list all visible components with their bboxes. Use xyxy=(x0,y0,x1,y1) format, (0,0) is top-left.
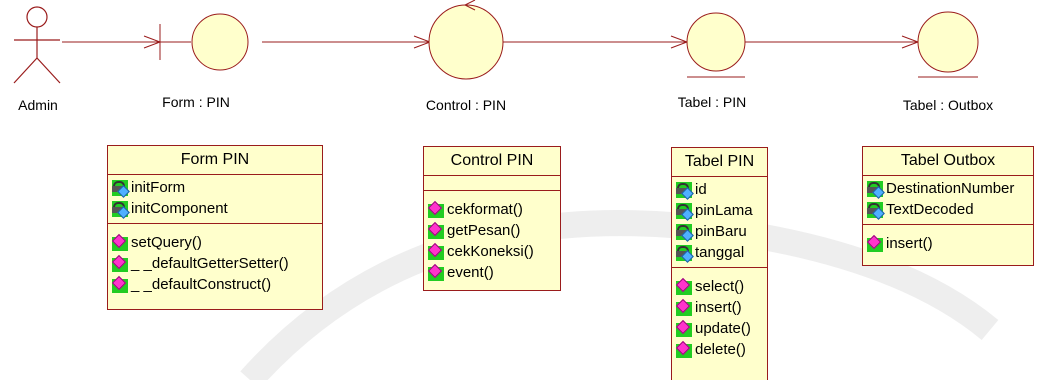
operation-name: cekformat() xyxy=(447,201,523,218)
operation-name: _ _defaultConstruct() xyxy=(131,276,272,293)
operation-name: getPesan() xyxy=(447,222,521,239)
public-operation-icon xyxy=(675,340,693,358)
entity-tabel-pin[interactable] xyxy=(686,12,746,78)
boundary-form-pin[interactable] xyxy=(159,13,249,71)
attributes-section xyxy=(424,176,560,191)
class-name: Tabel Outbox xyxy=(863,147,1033,176)
operations-section: setQuery() _ _defaultGetterSetter() _ _d… xyxy=(108,224,322,299)
class-control-pin[interactable]: Control PIN cekformat() getPesan() cekKo… xyxy=(423,146,561,291)
private-attribute-icon xyxy=(675,244,694,263)
attribute-name: TextDecoded xyxy=(886,201,974,218)
public-operation-icon xyxy=(675,298,693,316)
public-operation-icon xyxy=(427,221,445,239)
attribute-row[interactable]: initForm xyxy=(111,177,322,198)
operation-row[interactable]: select() xyxy=(675,276,767,297)
operation-name: insert() xyxy=(695,299,742,316)
class-tabel-outbox[interactable]: Tabel Outbox DestinationNumber TextDecod… xyxy=(862,146,1034,266)
attributes-section: id pinLama pinBaru tanggal xyxy=(672,177,767,268)
public-operation-icon xyxy=(427,263,445,281)
actor-head xyxy=(26,6,48,28)
attribute-name: id xyxy=(695,181,707,198)
operation-row[interactable]: insert() xyxy=(866,233,1033,254)
class-form-pin[interactable]: Form PIN initForm initComponent setQuery… xyxy=(107,145,323,310)
control-pin-node[interactable] xyxy=(428,0,504,80)
operation-name: _ _defaultGetterSetter() xyxy=(131,255,289,272)
operation-name: delete() xyxy=(695,341,746,358)
attribute-name: pinBaru xyxy=(695,223,747,240)
public-operation-icon xyxy=(427,200,445,218)
public-operation-icon xyxy=(675,277,693,295)
operations-section: cekformat() getPesan() cekKoneksi() even… xyxy=(424,191,560,287)
class-tabel-pin[interactable]: Tabel PIN id pinLama pinBaru tanggal sel… xyxy=(671,147,768,380)
watermark-arc xyxy=(240,210,999,380)
label-control-pin: Control : PIN xyxy=(426,97,506,113)
operation-row[interactable]: cekKoneksi() xyxy=(427,241,560,262)
attribute-name: tanggal xyxy=(695,244,745,261)
actor-right-leg xyxy=(36,57,61,84)
operation-row[interactable]: _ _defaultGetterSetter() xyxy=(111,253,322,274)
entity-tabel-outbox[interactable] xyxy=(917,11,979,78)
class-name: Tabel PIN xyxy=(672,148,767,177)
actor-admin[interactable] xyxy=(13,6,61,84)
operation-row[interactable]: event() xyxy=(427,262,560,283)
operation-name: cekKoneksi() xyxy=(447,243,534,260)
control-circle xyxy=(428,4,504,80)
attribute-row[interactable]: id xyxy=(675,179,767,200)
private-attribute-icon xyxy=(866,201,885,220)
public-operation-icon xyxy=(111,275,129,293)
attribute-row[interactable]: pinBaru xyxy=(675,221,767,242)
private-attribute-icon xyxy=(675,202,694,221)
private-attribute-icon xyxy=(675,181,694,200)
class-name: Control PIN xyxy=(424,147,560,176)
entity-circle xyxy=(917,11,979,73)
attribute-name: initComponent xyxy=(131,200,228,217)
operations-section: select() insert() update() delete() xyxy=(672,268,767,364)
entity-circle xyxy=(686,12,746,72)
boundary-circle xyxy=(191,13,249,71)
operation-name: update() xyxy=(695,320,751,337)
operation-row[interactable]: cekformat() xyxy=(427,199,560,220)
attribute-row[interactable]: TextDecoded xyxy=(866,199,1033,220)
operation-row[interactable]: _ _defaultConstruct() xyxy=(111,274,322,295)
operation-name: setQuery() xyxy=(131,234,202,251)
control-arrow xyxy=(463,0,476,11)
private-attribute-icon xyxy=(866,180,885,199)
attribute-row[interactable]: initComponent xyxy=(111,198,322,219)
attribute-name: DestinationNumber xyxy=(886,180,1015,197)
private-attribute-icon xyxy=(675,223,694,242)
actor-left-leg xyxy=(13,57,38,84)
attribute-row[interactable]: tanggal xyxy=(675,242,767,263)
public-operation-icon xyxy=(866,234,884,252)
operation-row[interactable]: update() xyxy=(675,318,767,339)
operation-row[interactable]: setQuery() xyxy=(111,232,322,253)
attribute-name: initForm xyxy=(131,179,186,196)
label-tabel-outbox: Tabel : Outbox xyxy=(903,97,993,113)
operation-name: select() xyxy=(695,278,745,295)
operation-row[interactable]: insert() xyxy=(675,297,767,318)
operation-row[interactable]: delete() xyxy=(675,339,767,360)
label-form-pin: Form : PIN xyxy=(162,94,230,110)
label-tabel-pin: Tabel : PIN xyxy=(678,94,746,110)
public-operation-icon xyxy=(427,242,445,260)
attribute-row[interactable]: pinLama xyxy=(675,200,767,221)
attributes-section: DestinationNumber TextDecoded xyxy=(863,176,1033,225)
label-admin: Admin xyxy=(18,97,58,113)
public-operation-icon xyxy=(675,319,693,337)
attributes-section: initForm initComponent xyxy=(108,175,322,224)
operation-row[interactable]: getPesan() xyxy=(427,220,560,241)
class-name: Form PIN xyxy=(108,146,322,175)
operations-section: insert() xyxy=(863,225,1033,258)
private-attribute-icon xyxy=(111,200,130,219)
public-operation-icon xyxy=(111,254,129,272)
attribute-name: pinLama xyxy=(695,202,753,219)
operation-name: insert() xyxy=(886,235,933,252)
attribute-row[interactable]: DestinationNumber xyxy=(866,178,1033,199)
private-attribute-icon xyxy=(111,179,130,198)
public-operation-icon xyxy=(111,233,129,251)
operation-name: event() xyxy=(447,264,494,281)
